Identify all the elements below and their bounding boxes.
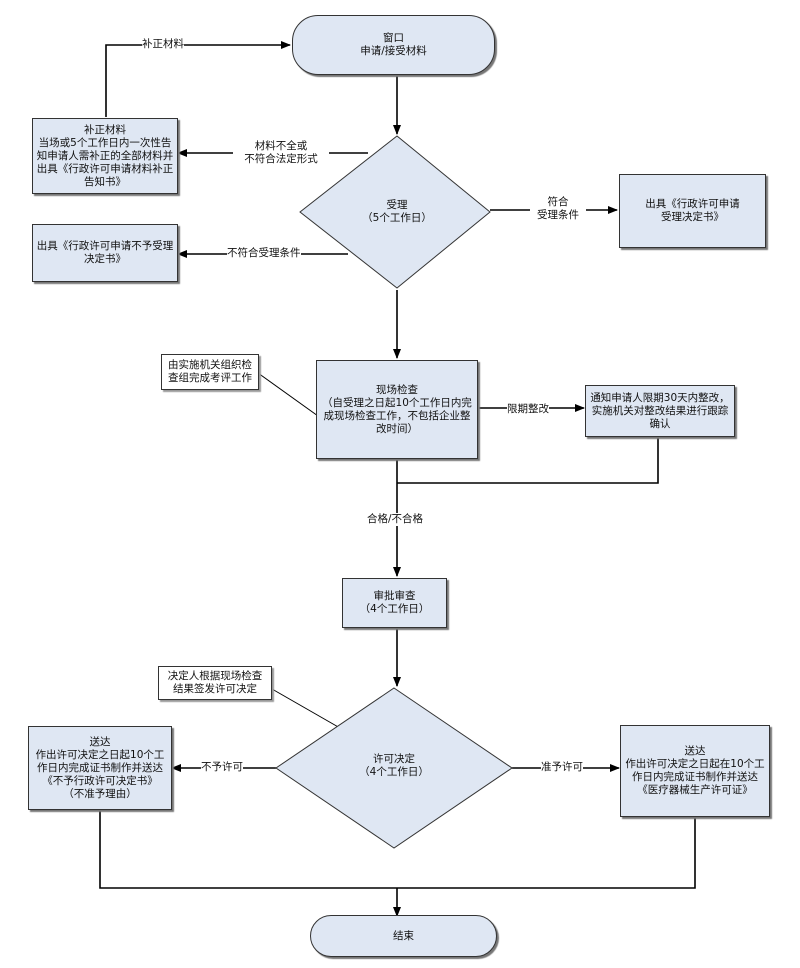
edge-label-supplement-back: 补正材料 [142,38,184,51]
decision-node-text: 许可决定 （4个工作日） [334,746,454,786]
edge-label-incomplete: 材料不全或 不符合法定形式 [233,140,329,166]
node-line: 《医疗器械生产许可证》 [637,784,753,796]
edge-label-qualified: 符合 受理条件 [530,196,586,222]
node-line: 当场或5个工作日内一次性告 [38,136,172,149]
edge-label-not-qualified: 不符合受理条件 [227,247,301,260]
start-window-node: 窗口 申请/接受材料 [292,15,495,75]
node-line: （5个工作日） [362,212,432,224]
edge-label-text: 受理条件 [537,209,579,221]
node-line: 知申请人需补正的全部材料并 [36,149,174,162]
node-line: 成现场检查工作，不包括企业整 [323,409,471,422]
edge-label-text: 补正材料 [142,38,184,50]
edge-supplement-back-to-window [105,41,291,117]
node-line: 通知申请人限期30天内整改， [590,391,730,404]
inspection-node: 现场检查 （自受理之日起10个工作日内完 成现场检查工作，不包括企业整 改时间） [316,360,478,459]
edge-label-text: 材料不全或 [254,140,308,152]
node-line: 由实施机关组织检 [168,359,252,371]
node-line: 改时间） [376,422,418,435]
grant-deliver-node: 送达 作出许可决定之日起在10个工 作日内完成证书制作并送达 《医疗器械生产许可… [620,725,770,817]
edge-label-text: 合格/不合格 [367,513,424,525]
node-line: 受理决定书》 [661,211,724,223]
node-line: 决定人根据现场检查 [167,670,263,682]
edge-label-pass-fail: 合格/不合格 [367,513,424,526]
end-node: 结束 [310,915,497,957]
edge-label-deny: 不予许可 [201,761,243,774]
node-line: 确认 [649,417,671,430]
node-line: 结束 [393,929,414,942]
node-line: 审批审查 [373,590,416,602]
edge-label-grant: 准予许可 [541,761,583,774]
rectify-node: 通知申请人限期30天内整改， 实施机关对整改结果进行跟踪 确认 [585,385,735,437]
edge-label-text: 不符合法定形式 [244,153,318,165]
node-line: 作日内完成证书制作并送达 [632,771,758,783]
edge-label-text: 符合 [547,196,569,208]
node-line: 补正材料 [84,123,126,136]
node-line: 送达 [684,745,706,757]
node-line: （不准予理由） [63,787,137,800]
node-line: 《不予行政许可决定书》 [42,774,158,787]
node-line: （自受理之日起10个工作日内完 [322,396,472,409]
decision-diamond [275,687,513,849]
edge-label-rectify-limit: 限期整改 [507,403,549,416]
node-line: 受理 [386,199,408,211]
node-line: 许可决定 [373,753,415,765]
accept-decision-node: 出具《行政许可申请 受理决定书》 [619,174,766,248]
accept-diamond [299,135,491,289]
edge-deny-merge [99,810,397,889]
node-line: 出具《行政许可申请材料补正 [36,162,174,175]
decider-note: 决定人根据现场检查 结果签发许可决定 [158,666,272,700]
edge-label-text: 不符合受理条件 [227,247,301,259]
edge-decider-note [271,688,341,729]
edge-grant-merge [397,817,696,889]
node-line: 告知书》 [84,175,126,188]
node-line: 作出许可决定之日起在10个工 [625,758,765,770]
deny-deliver-node: 送达 作出许可决定之日起10个工 作日内完成证书制作并送达 《不予行政许可决定书… [28,726,172,810]
edge-inspection-note [257,372,319,417]
node-line: 结果签发许可决定 [173,683,257,695]
supplement-node: 补正材料 当场或5个工作日内一次性告 知申请人需补正的全部材料并 出具《行政许可… [32,118,178,194]
node-line: 出具《行政许可申请 [645,198,740,210]
node-line: 决定书》 [84,253,126,265]
edge-label-text: 不予许可 [201,761,243,773]
reject-notice-node: 出具《行政许可申请不予受理 决定书》 [32,224,178,282]
node-line: （4个工作日） [359,766,429,778]
node-line: 查组完成考评工作 [168,372,252,384]
edge-label-text: 限期整改 [507,403,549,415]
accept-node-text: 受理 （5个工作日） [330,192,464,232]
node-line: 作日内完成证书制作并送达 [37,761,163,774]
node-line: （4个工作日） [359,603,430,615]
node-line: 出具《行政许可申请不予受理 [36,240,174,252]
review-node: 审批审查 （4个工作日） [342,578,447,628]
node-line: 作出许可决定之日起10个工 [35,748,165,761]
node-line: 申请/接受材料 [360,45,427,57]
edge-rectify-return [397,438,659,484]
inspection-note: 由实施机关组织检 查组完成考评工作 [161,354,259,390]
node-line: 现场检查 [376,383,418,396]
node-line: 窗口 [383,32,404,44]
node-line: 送达 [89,735,111,748]
edge-label-text: 准予许可 [541,761,583,773]
node-line: 实施机关对整改结果进行跟踪 [591,404,729,417]
